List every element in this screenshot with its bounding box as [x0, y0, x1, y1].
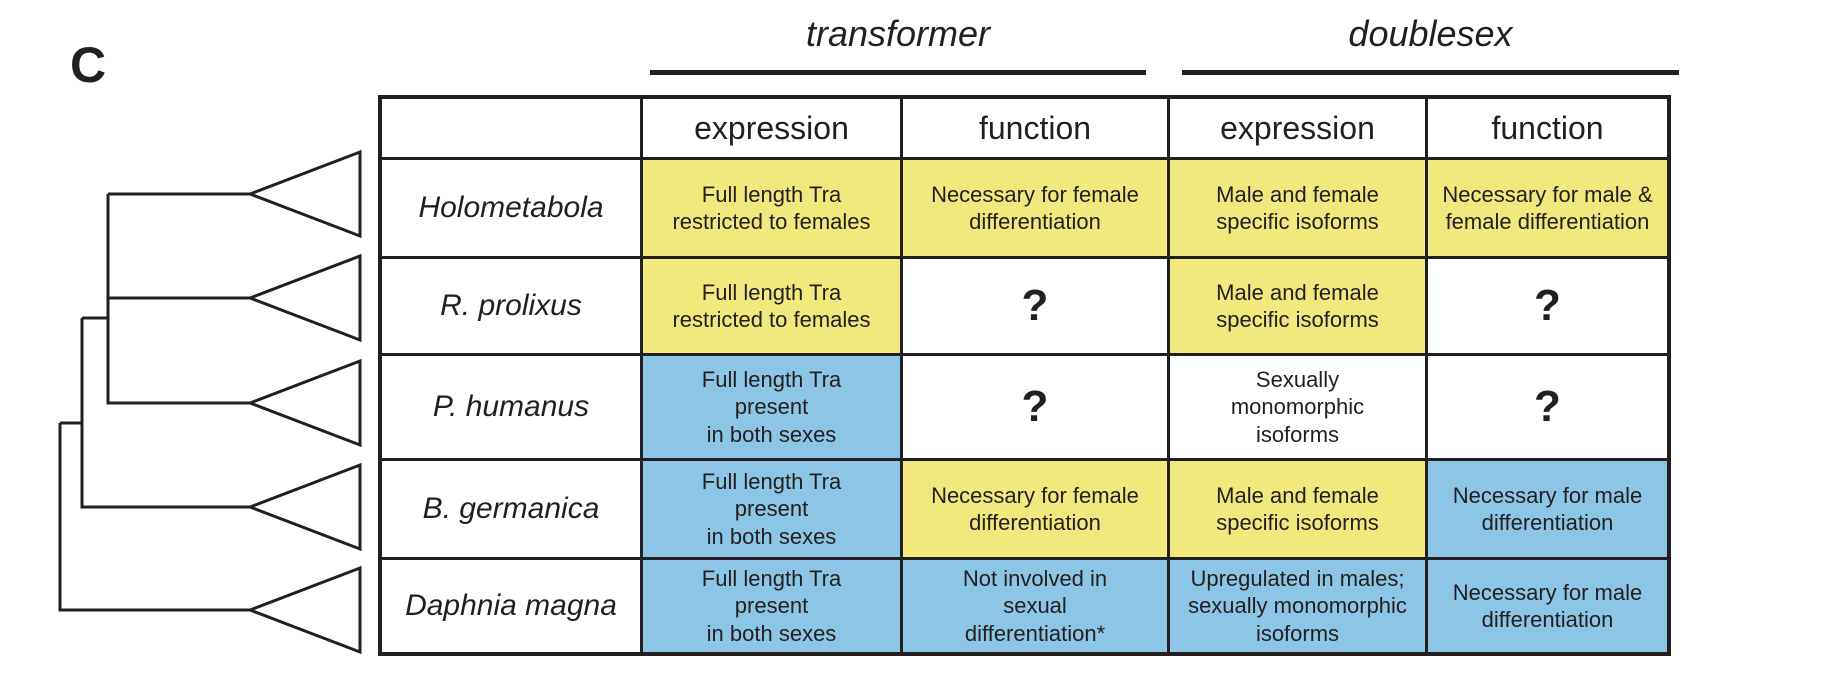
cell-daphnia-doublesex-function: Necessary for male differentiation: [1428, 560, 1667, 652]
species-cell-humanus: P. humanus: [382, 356, 640, 458]
cell-text: Full length Tra restricted to females: [672, 279, 871, 333]
species-cell-holometabola: Holometabola: [382, 160, 640, 256]
species-cell-daphnia: Daphnia magna: [382, 560, 640, 652]
column-header-label: function: [978, 110, 1092, 146]
gene-header-doublesex: doublesex: [1182, 14, 1679, 75]
phylogeny-tree: [58, 149, 362, 655]
tree-branch-root-daphnia: [58, 421, 250, 612]
panel-label: C: [70, 37, 107, 93]
species-name: Holometabola: [418, 191, 604, 225]
cell-text: Upregulated in males; sexually monomorph…: [1188, 565, 1407, 646]
cell-holometabola-transformer-function: Necessary for female differentiation: [903, 160, 1167, 256]
tree-branches: [58, 192, 250, 612]
cell-text: Necessary for male & female differentiat…: [1442, 181, 1653, 235]
column-header-doublesex-expression: expression: [1170, 99, 1425, 157]
cell-humanus-transformer-function: ?: [903, 356, 1167, 458]
clade-triangle-daphnia: [245, 565, 362, 655]
cell-humanus-transformer-expression: Full length Tra present in both sexes: [643, 356, 900, 458]
gene-header-transformer-label: transformer: [805, 13, 991, 54]
cell-text: Not involved in sexual differentiation*: [962, 565, 1108, 646]
cell-germanica-transformer-function: Necessary for female differentiation: [903, 461, 1167, 557]
cell-text: ?: [1021, 281, 1049, 330]
comparison-table: expression function expression function …: [378, 95, 1671, 656]
cell-text: Full length Tra present in both sexes: [701, 468, 842, 549]
cell-text: Male and female specific isoforms: [1216, 279, 1379, 333]
column-header-transformer-function: function: [903, 99, 1167, 157]
species-name: P. humanus: [432, 390, 590, 424]
cell-holometabola-doublesex-expression: Male and female specific isoforms: [1170, 160, 1425, 256]
column-header-transformer-expression: expression: [643, 99, 900, 157]
cell-text: Full length Tra present in both sexes: [701, 366, 842, 447]
cell-text: Male and female specific isoforms: [1216, 482, 1379, 536]
tree-branch-holometabola-prolixus: [106, 192, 250, 405]
cell-text: ?: [1021, 382, 1049, 431]
cell-daphnia-doublesex-expression: Upregulated in males; sexually monomorph…: [1170, 560, 1425, 652]
cell-germanica-doublesex-function: Necessary for male differentiation: [1428, 461, 1667, 557]
column-header-label: expression: [694, 110, 849, 146]
gene-header-transformer: transformer: [650, 14, 1146, 75]
cell-text: Necessary for female differentiation: [931, 181, 1139, 235]
species-name: Daphnia magna: [405, 589, 617, 623]
clade-triangle-germanica: [245, 462, 362, 552]
species-cell-germanica: B. germanica: [382, 461, 640, 557]
cell-prolixus-doublesex-function: ?: [1428, 259, 1667, 353]
cell-text: Necessary for female differentiation: [931, 482, 1139, 536]
cell-holometabola-transformer-expression: Full length Tra restricted to females: [643, 160, 900, 256]
cell-text: Full length Tra restricted to females: [672, 181, 871, 235]
column-header-label: expression: [1220, 110, 1375, 146]
cell-text: Sexually monomorphic isoforms: [1230, 366, 1365, 447]
clade-triangle-humanus: [245, 358, 362, 448]
cell-text: ?: [1534, 382, 1561, 431]
cell-humanus-doublesex-expression: Sexually monomorphic isoforms: [1170, 356, 1425, 458]
clade-triangle-prolixus: [245, 253, 362, 343]
gene-header-doublesex-label: doublesex: [1348, 13, 1513, 54]
corner-cell: [382, 99, 640, 157]
species-name: R. prolixus: [440, 289, 582, 323]
cell-daphnia-transformer-expression: Full length Tra present in both sexes: [643, 560, 900, 652]
cell-germanica-transformer-expression: Full length Tra present in both sexes: [643, 461, 900, 557]
column-header-label: function: [1491, 110, 1604, 146]
cell-holometabola-doublesex-function: Necessary for male & female differentiat…: [1428, 160, 1667, 256]
species-name: B. germanica: [422, 492, 600, 526]
species-cell-prolixus: R. prolixus: [382, 259, 640, 353]
cell-text: Full length Tra present in both sexes: [701, 565, 842, 646]
cell-germanica-doublesex-expression: Male and female specific isoforms: [1170, 461, 1425, 557]
tree-branch-humanus-germanica: [80, 316, 250, 509]
cell-humanus-doublesex-function: ?: [1428, 356, 1667, 458]
cell-prolixus-transformer-expression: Full length Tra restricted to females: [643, 259, 900, 353]
cell-text: Male and female specific isoforms: [1216, 181, 1379, 235]
cell-text: Necessary for male differentiation: [1452, 579, 1643, 633]
column-header-doublesex-function: function: [1428, 99, 1667, 157]
clade-triangle-holometabola: [245, 149, 362, 239]
cell-daphnia-transformer-function: Not involved in sexual differentiation*: [903, 560, 1167, 652]
cell-prolixus-transformer-function: ?: [903, 259, 1167, 353]
cell-text: Necessary for male differentiation: [1452, 482, 1643, 536]
cell-text: ?: [1534, 281, 1561, 330]
cell-prolixus-doublesex-expression: Male and female specific isoforms: [1170, 259, 1425, 353]
